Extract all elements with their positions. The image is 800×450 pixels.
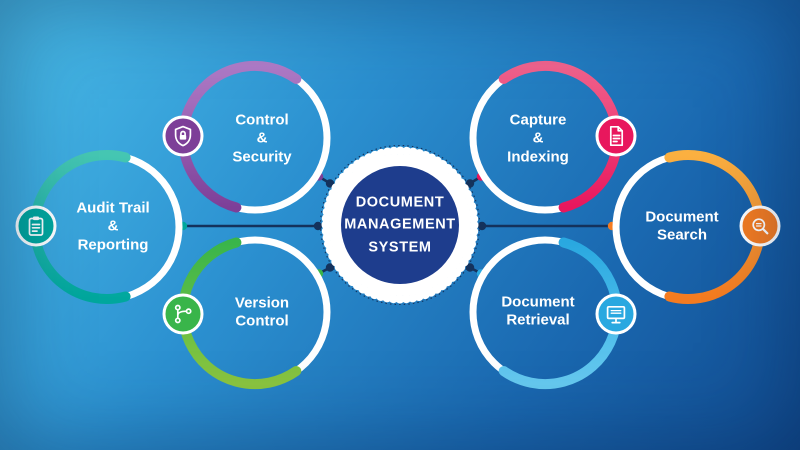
- badge-retrieval: [595, 293, 637, 335]
- label-line: Document: [645, 208, 719, 226]
- center-title-line: SYSTEM: [368, 239, 432, 256]
- center-title-line: DOCUMENT: [355, 194, 445, 211]
- clipboard-icon: [28, 216, 44, 236]
- label-line: Indexing: [507, 148, 569, 166]
- node-label-audit-trail-reporting: Audit Trail & Reporting: [76, 200, 149, 255]
- search-icon: [752, 218, 769, 235]
- node-label-capture-indexing: Capture & Indexing: [507, 112, 569, 167]
- version-branch-icon: [174, 304, 192, 324]
- label-line: &: [107, 217, 119, 235]
- center-hub: [319, 144, 481, 306]
- arc-retrieval: [498, 237, 622, 390]
- label-line: Search: [656, 227, 708, 244]
- center-blue-disc: [341, 166, 459, 284]
- label-line: &: [532, 129, 544, 147]
- shield-lock-icon: [174, 125, 192, 147]
- document-icon: [609, 125, 624, 147]
- badge-audit: [15, 205, 57, 247]
- center-dotted-outline: [319, 144, 481, 306]
- arc-capture: [498, 60, 622, 213]
- label-line: Security: [232, 148, 292, 166]
- arc-version: [178, 237, 302, 390]
- node-label-document-search: Document Search: [645, 209, 718, 246]
- center-title: DOCUMENT MANAGEMENT SYSTEM: [344, 191, 456, 258]
- center-scallop-edge: [321, 146, 479, 304]
- label-line: Reporting: [77, 236, 149, 254]
- badge-version: [162, 293, 204, 335]
- node-label-version-control: Version Control: [235, 295, 289, 332]
- label-line: Document: [501, 293, 575, 311]
- center-title-line: MANAGEMENT: [344, 216, 456, 233]
- label-line: Retrieval: [506, 312, 570, 329]
- dot-center-control: [325, 179, 335, 188]
- label-line: &: [256, 129, 268, 147]
- label-line: Audit Trail: [76, 199, 150, 217]
- dot-center-version: [325, 263, 335, 272]
- label-line: Version: [234, 294, 290, 312]
- arc-control: [178, 60, 302, 213]
- node-label-document-retrieval: Document Retrieval: [501, 294, 574, 331]
- label-line: Control: [235, 111, 289, 129]
- label-line: Capture: [509, 111, 567, 129]
- dot-center-audit: [313, 221, 323, 231]
- label-line: Control: [235, 313, 289, 330]
- dot-center-capture: [465, 179, 475, 188]
- monitor-icon: [606, 305, 626, 324]
- node-arcs: [29, 60, 766, 390]
- node-label-control-security: Control & Security: [232, 112, 291, 167]
